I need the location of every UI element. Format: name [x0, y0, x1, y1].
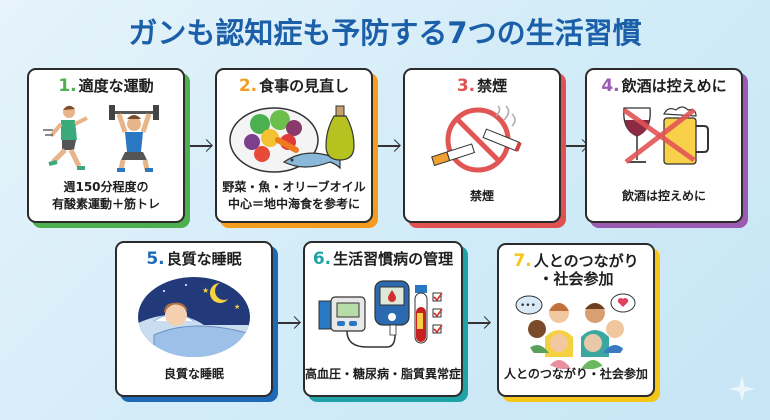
card-heading: 3.禁煙 — [405, 77, 559, 96]
card-heading-text: 飲酒は控えめに — [621, 77, 727, 95]
page-title: ガンも認知症も予防する7つの生活習慣 — [128, 16, 642, 50]
card-description: 良質な睡眠 — [117, 366, 271, 383]
card-description: 禁煙 — [405, 188, 559, 205]
arrow-right-icon — [468, 316, 492, 330]
card-heading-text: 食事の見直し — [259, 77, 350, 95]
card-number: 7. — [513, 251, 532, 271]
card-social-connection: 7.人とのつながり ・社会参加 ••• 人とのつながり・社会参加 — [497, 243, 655, 397]
card-heading: 5.良質な睡眠 — [117, 250, 271, 269]
card-number: 1. — [58, 76, 77, 96]
svg-text:•••: ••• — [520, 301, 536, 311]
card-description: 人とのつながり・社会参加 — [499, 366, 653, 383]
social-group-icon: ••• — [499, 293, 653, 369]
card-description: 飲酒は控えめに — [587, 188, 741, 205]
card-description: 高血圧・糖尿病・脂質異常症 — [305, 366, 461, 383]
card-number: 4. — [601, 76, 620, 96]
desc-line-2: 中心＝地中海食を参考に — [227, 197, 360, 211]
card-sleep: 5.良質な睡眠 ★ ★ 良質な睡眠 — [115, 241, 273, 397]
card-heading-text: 人とのつながり — [533, 252, 639, 270]
card-number: 6. — [312, 249, 332, 269]
desc-line-1: 人とのつながり・社会参加 — [504, 367, 648, 381]
desc-line-1: 飲酒は控えめに — [621, 189, 706, 203]
desc-line-2: 有酸素運動＋筋トレ — [51, 197, 160, 211]
card-number: 2. — [238, 76, 258, 96]
card-no-smoking: 3.禁煙 禁煙 — [403, 68, 561, 223]
vegetables-fish-olive-oil-icon — [217, 102, 371, 178]
arrow-right-icon — [566, 139, 590, 153]
arrow-right-icon — [278, 316, 302, 330]
sleeping-person-icon: ★ ★ — [117, 275, 271, 359]
card-heading: 2.食事の見直し — [217, 77, 371, 96]
no-alcohol-icon — [587, 104, 741, 172]
running-and-weightlifting-icon — [29, 102, 183, 174]
card-exercise: 1.適度な運動 週150分程度の 有酸素運動＋筋トレ — [27, 68, 185, 223]
card-lifestyle-disease: 6.生活習慣病の管理 高血圧・糖尿病・脂質異常症 — [303, 241, 463, 397]
desc-line-1: 野菜・魚・オリーブオイル — [222, 180, 366, 194]
sparkle-icon — [729, 376, 755, 402]
svg-text:★: ★ — [234, 303, 240, 311]
card-description: 野菜・魚・オリーブオイル 中心＝地中海食を参考に — [217, 179, 371, 213]
card-limit-alcohol: 4.飲酒は控えめに 飲酒は控えめに — [585, 68, 743, 223]
health-monitor-icon — [305, 277, 461, 357]
card-heading-text: 良質な睡眠 — [166, 250, 242, 268]
desc-line-1: 高血圧・糖尿病・脂質異常症 — [305, 367, 462, 381]
card-heading-text: 禁煙 — [477, 77, 508, 95]
card-heading-line-2: ・社会参加 — [538, 270, 614, 288]
svg-text:★: ★ — [202, 286, 209, 295]
card-number: 3. — [456, 76, 476, 96]
card-heading: 1.適度な運動 — [29, 77, 183, 96]
card-number: 5. — [146, 249, 165, 269]
card-description: 週150分程度の 有酸素運動＋筋トレ — [29, 179, 183, 213]
card-heading: 4.飲酒は控えめに — [587, 77, 741, 96]
card-heading-text: 生活習慣病の管理 — [333, 250, 454, 268]
arrow-right-icon — [378, 139, 402, 153]
desc-line-1: 週150分程度の — [63, 180, 149, 194]
no-smoking-icon — [405, 104, 559, 176]
desc-line-1: 良質な睡眠 — [163, 367, 224, 381]
card-heading: 6.生活習慣病の管理 — [305, 250, 461, 269]
arrow-right-icon — [190, 139, 214, 153]
card-diet: 2.食事の見直し 野菜・魚・オリーブオイル 中心＝地中海食を参考に — [215, 68, 373, 223]
card-heading-text: 適度な運動 — [78, 77, 154, 95]
card-heading: 7.人とのつながり ・社会参加 — [499, 252, 653, 288]
desc-line-1: 禁煙 — [469, 189, 494, 203]
